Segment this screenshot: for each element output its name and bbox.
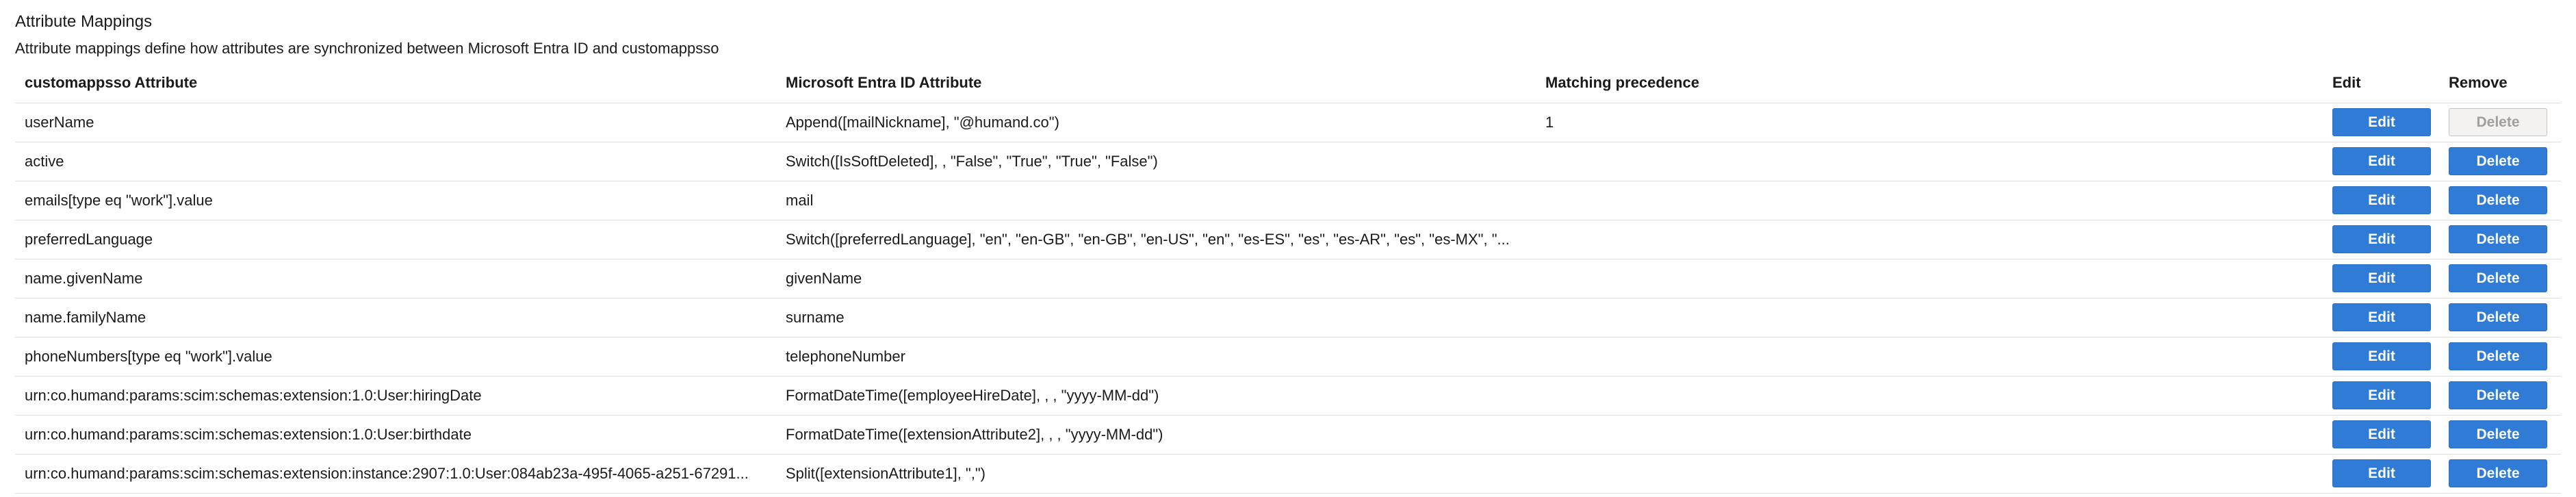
target-attribute-cell[interactable]: givenName <box>786 270 862 287</box>
edit-mapping-button[interactable]: Edit <box>2332 420 2431 448</box>
edit-mapping-button[interactable]: Edit <box>2332 147 2431 175</box>
target-attribute-cell[interactable]: telephoneNumber <box>786 348 905 365</box>
edit-mapping-button[interactable]: Edit <box>2332 225 2431 253</box>
target-attribute-cell[interactable]: Switch([IsSoftDeleted], , "False", "True… <box>786 153 1158 170</box>
attribute-mappings-table: customappsso Attribute Microsoft Entra I… <box>15 63 2561 494</box>
table-row[interactable]: urn:co.humand:params:scim:schemas:extens… <box>15 377 2561 416</box>
column-header-remove: Remove <box>2449 74 2508 91</box>
section-description: Attribute mappings define how attributes… <box>15 40 719 57</box>
target-attribute-cell[interactable]: Split([extensionAttribute1], ",") <box>786 465 986 482</box>
section-title: Attribute Mappings <box>15 12 153 31</box>
target-attribute-cell[interactable]: surname <box>786 309 845 326</box>
delete-mapping-button[interactable]: Delete <box>2449 381 2547 409</box>
delete-mapping-button: Delete <box>2449 108 2547 136</box>
edit-mapping-button[interactable]: Edit <box>2332 381 2431 409</box>
source-attribute-cell[interactable]: emails[type eq "work"].value <box>25 192 213 209</box>
target-attribute-cell[interactable]: Switch([preferredLanguage], "en", "en-GB… <box>786 231 1510 248</box>
source-attribute-cell[interactable]: urn:co.humand:params:scim:schemas:extens… <box>25 387 482 404</box>
source-attribute-cell[interactable]: preferredLanguage <box>25 231 153 248</box>
table-row[interactable]: preferredLanguage Switch([preferredLangua… <box>15 220 2561 259</box>
source-attribute-cell[interactable]: phoneNumbers[type eq "work"].value <box>25 348 272 365</box>
table-row[interactable]: active Switch([IsSoftDeleted], , "False",… <box>15 142 2561 181</box>
edit-mapping-button[interactable]: Edit <box>2332 186 2431 214</box>
delete-mapping-button[interactable]: Delete <box>2449 303 2547 331</box>
source-attribute-cell[interactable]: name.givenName <box>25 270 143 287</box>
target-attribute-cell[interactable]: Append([mailNickname], "@humand.co") <box>786 114 1059 131</box>
table-row[interactable]: emails[type eq "work"].value mail Edit Dele… <box>15 181 2561 220</box>
column-header-source[interactable]: customappsso Attribute <box>25 74 198 91</box>
delete-mapping-button[interactable]: Delete <box>2449 147 2547 175</box>
source-attribute-cell[interactable]: urn:co.humand:params:scim:schemas:extens… <box>25 426 472 443</box>
edit-mapping-button[interactable]: Edit <box>2332 108 2431 136</box>
edit-mapping-button[interactable]: Edit <box>2332 264 2431 292</box>
table-row[interactable]: name.givenName givenName Edit Delete <box>15 259 2561 298</box>
column-header-target[interactable]: Microsoft Entra ID Attribute <box>786 74 982 91</box>
delete-mapping-button[interactable]: Delete <box>2449 420 2547 448</box>
source-attribute-cell[interactable]: active <box>25 153 64 170</box>
source-attribute-cell[interactable]: userName <box>25 114 94 131</box>
target-attribute-cell[interactable]: FormatDateTime([extensionAttribute2], , … <box>786 426 1163 443</box>
delete-mapping-button[interactable]: Delete <box>2449 186 2547 214</box>
delete-mapping-button[interactable]: Delete <box>2449 225 2547 253</box>
table-row[interactable]: name.familyName surname Edit Delete <box>15 298 2561 337</box>
table-row[interactable]: urn:co.humand:params:scim:schemas:extens… <box>15 455 2561 494</box>
delete-mapping-button[interactable]: Delete <box>2449 342 2547 370</box>
delete-mapping-button[interactable]: Delete <box>2449 459 2547 487</box>
edit-mapping-button[interactable]: Edit <box>2332 459 2431 487</box>
table-body: userName Append([mailNickname], "@humand.… <box>15 103 2561 494</box>
edit-mapping-button[interactable]: Edit <box>2332 303 2431 331</box>
source-attribute-cell[interactable]: urn:co.humand:params:scim:schemas:extens… <box>25 465 749 482</box>
table-row[interactable]: urn:co.humand:params:scim:schemas:extens… <box>15 416 2561 455</box>
target-attribute-cell[interactable]: mail <box>786 192 814 209</box>
source-attribute-cell[interactable]: name.familyName <box>25 309 146 326</box>
table-header: customappsso Attribute Microsoft Entra I… <box>15 63 2561 103</box>
delete-mapping-button[interactable]: Delete <box>2449 264 2547 292</box>
column-header-precedence[interactable]: Matching precedence <box>1545 74 1699 91</box>
table-row[interactable]: phoneNumbers[type eq "work"].value teleph… <box>15 337 2561 377</box>
matching-precedence-cell: 1 <box>1545 114 1554 131</box>
edit-mapping-button[interactable]: Edit <box>2332 342 2431 370</box>
table-row[interactable]: userName Append([mailNickname], "@humand.… <box>15 103 2561 142</box>
target-attribute-cell[interactable]: FormatDateTime([employeeHireDate], , , "… <box>786 387 1159 404</box>
column-header-edit: Edit <box>2332 74 2361 91</box>
